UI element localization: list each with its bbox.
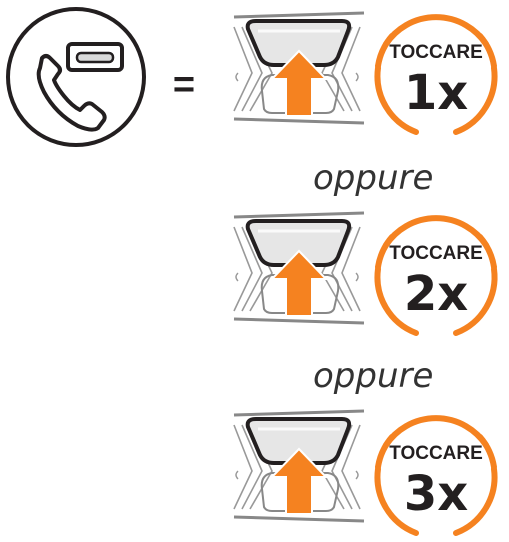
phone-call-device-icon	[8, 9, 144, 145]
tap-count: 1x	[404, 65, 468, 121]
tap-badge-2: TOCCARE 2x	[377, 218, 494, 333]
separator-text-1: oppure	[313, 158, 433, 198]
tap-label: TOCCARE	[389, 443, 483, 464]
tap-label: TOCCARE	[389, 42, 483, 63]
step-row-2	[234, 213, 364, 323]
separator-text-2: oppure	[313, 356, 433, 396]
equals-sign: =	[173, 64, 195, 106]
step-row-3	[234, 411, 364, 521]
tap-count: 3x	[404, 466, 468, 522]
tap-badge-1: TOCCARE 1x	[377, 17, 494, 132]
step-row-1	[234, 13, 364, 123]
tap-badge-3: TOCCARE 3x	[377, 418, 494, 533]
tap-label: TOCCARE	[389, 243, 483, 264]
tap-count: 2x	[404, 266, 468, 322]
